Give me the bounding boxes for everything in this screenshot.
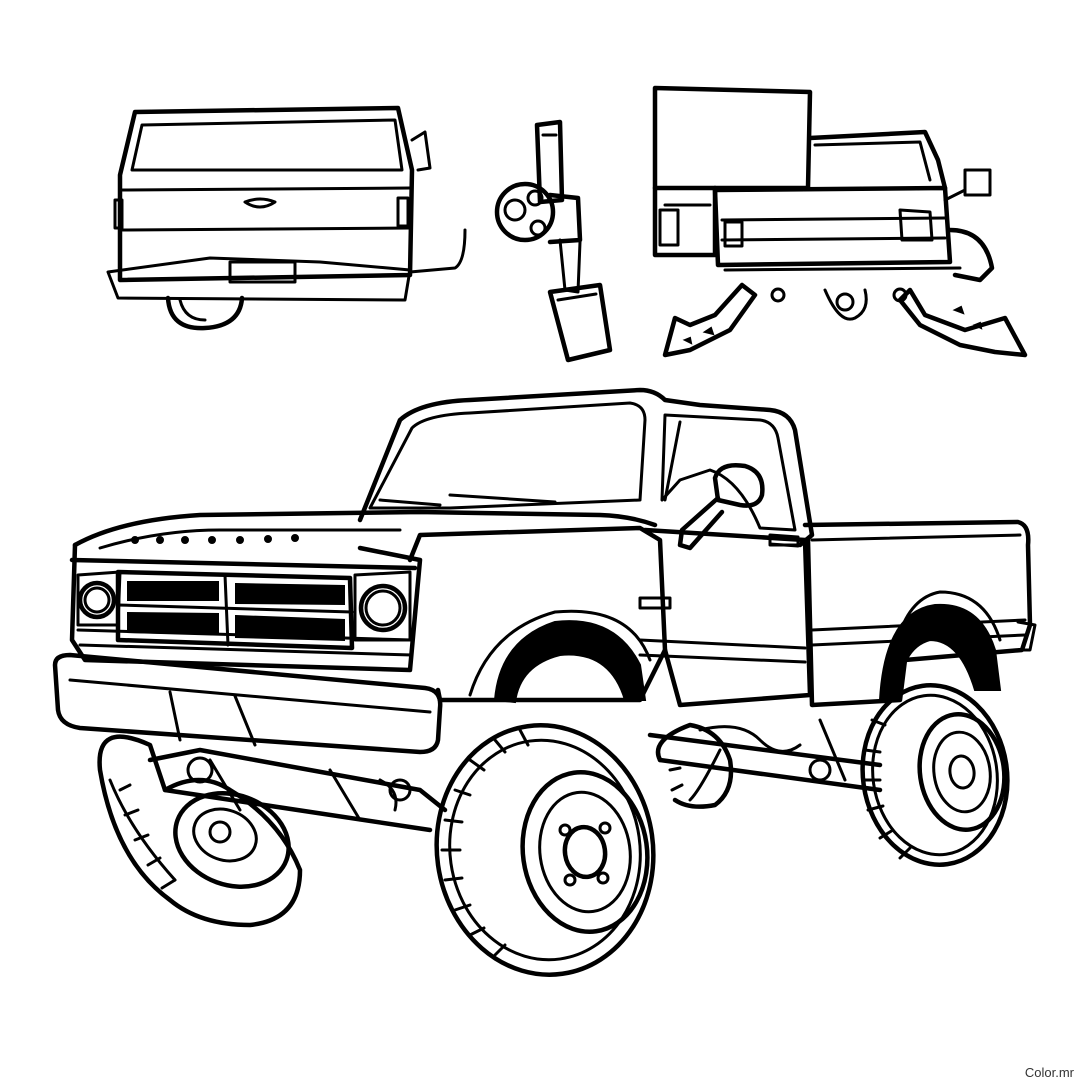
hood — [72, 509, 658, 548]
hitch-part-sketch — [494, 119, 613, 363]
side-mirror — [712, 463, 765, 508]
windshield — [368, 401, 647, 510]
headlight-right — [358, 583, 408, 633]
wheel-rear-left — [655, 722, 734, 809]
cab-outline — [357, 387, 815, 548]
door — [642, 527, 813, 708]
headlight-left — [77, 580, 117, 620]
front-bumper — [52, 652, 443, 755]
lifted-pickup-truck — [52, 387, 1037, 977]
front-fender — [407, 525, 668, 703]
bed-view-sketch — [652, 85, 1028, 358]
grille — [115, 569, 355, 651]
wheel-front-left — [97, 734, 303, 928]
front-wheel-well — [493, 620, 647, 704]
wheel-rear-right — [860, 683, 1010, 867]
watermark-text: Color.mr — [1024, 1065, 1074, 1080]
rear-view-sketch — [106, 105, 467, 331]
wheel-front-right — [434, 723, 656, 977]
side-window — [660, 413, 797, 532]
